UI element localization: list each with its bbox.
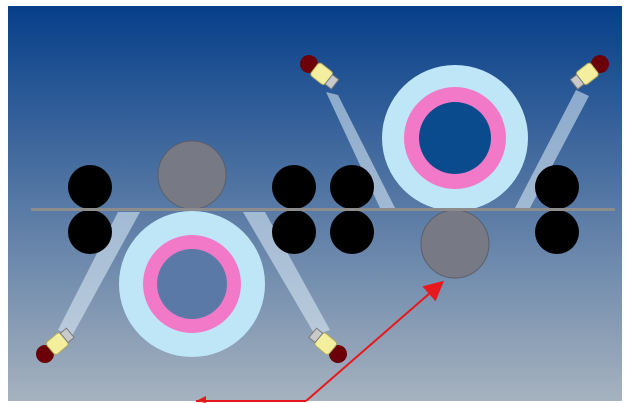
camera-icon <box>308 327 347 363</box>
camera-icon <box>569 55 609 90</box>
pinch-roll <box>68 165 112 209</box>
pinch-roll <box>330 210 374 254</box>
pinch-roll <box>272 210 316 254</box>
arrow-icon <box>196 280 445 403</box>
beam-lower-left <box>58 212 140 336</box>
pinch-roll <box>272 165 316 209</box>
web-strip <box>31 208 615 211</box>
pinch-roll <box>535 210 579 254</box>
beam-upper-left <box>326 92 395 208</box>
inspection-beams <box>58 90 589 336</box>
upper-rolls <box>68 140 579 210</box>
pinch-roll <box>68 210 112 254</box>
inspection-ring-upper <box>382 65 528 211</box>
pinch-roll <box>535 165 579 209</box>
inspection-ring-lower <box>119 211 265 357</box>
beam-upper-right <box>515 90 589 208</box>
beam-lower-right <box>243 212 330 335</box>
lower-rolls <box>68 209 579 279</box>
backup-roll <box>420 209 490 279</box>
backup-roll <box>157 140 227 210</box>
camera-icon <box>36 327 75 363</box>
pinch-roll <box>330 165 374 209</box>
camera-icon <box>300 55 340 90</box>
